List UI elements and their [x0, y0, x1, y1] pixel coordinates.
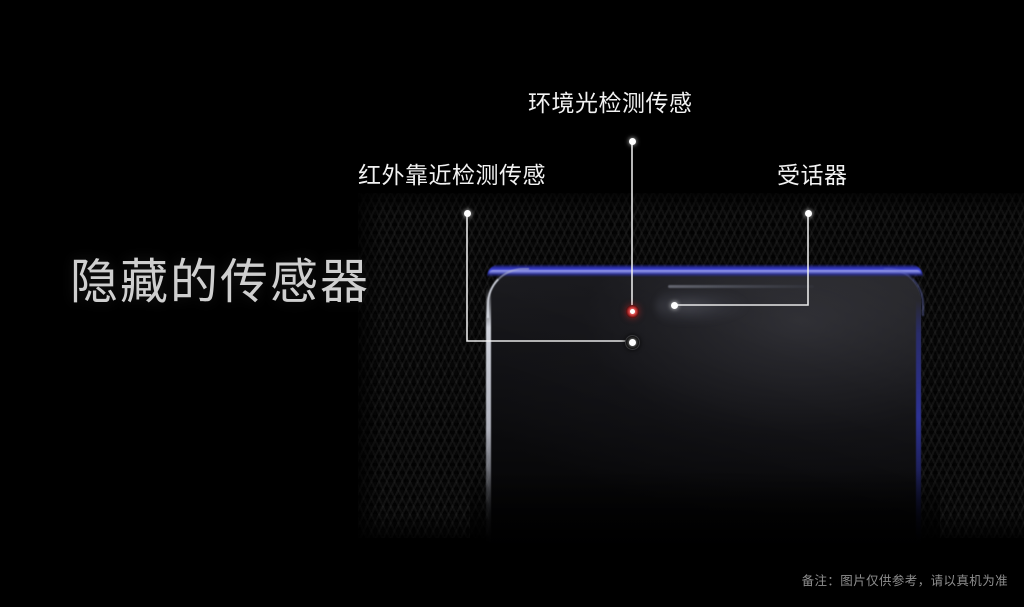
disclaimer-footnote: 备注：图片仅供参考，请以真机为准	[801, 573, 1008, 588]
phone-right-edge-blue	[916, 300, 921, 544]
leader-start-dot-ambient-light-sensor	[628, 137, 636, 145]
earpiece-slot	[668, 285, 814, 288]
phone-top-rim-highlight	[489, 270, 921, 274]
marker-ambient-light-sensor	[625, 304, 639, 318]
earpiece-glow	[655, 288, 747, 324]
leader-start-dot-infrared-proximity-sensor	[463, 209, 471, 217]
callout-label-infrared-proximity-sensor: 红外靠近检测传感	[358, 163, 546, 189]
leader-start-dot-earpiece-receiver	[804, 209, 812, 217]
callout-label-earpiece-receiver: 受话器	[777, 163, 848, 189]
marker-infrared-proximity-sensor	[624, 334, 640, 350]
marker-earpiece-receiver	[670, 301, 678, 309]
page-title: 隐藏的传感器	[70, 254, 371, 310]
callout-label-ambient-light-sensor: 环境光检测传感	[528, 91, 693, 117]
phone-left-edge-highlight	[486, 286, 491, 544]
